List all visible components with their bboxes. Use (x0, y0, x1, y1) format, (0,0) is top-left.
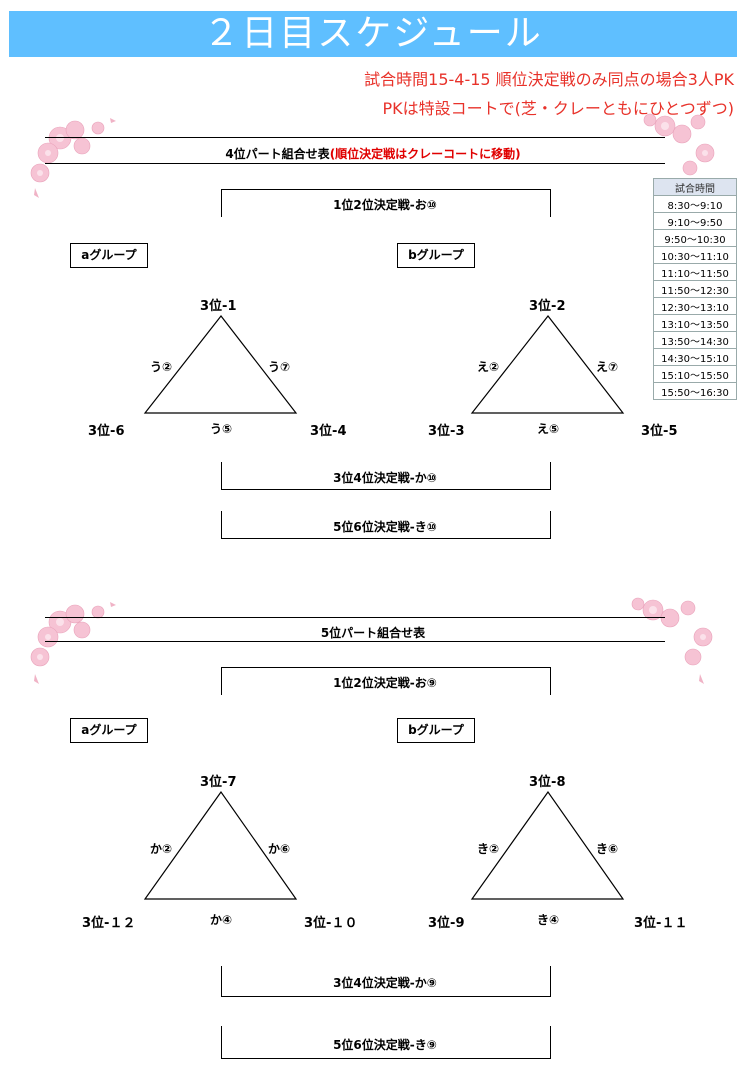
match-code: か② (150, 842, 173, 856)
section-divider-bottom (45, 641, 665, 642)
rules-note-1: 試合時間15-4-15 順位決定戦のみ同点の場合3人PK (364, 70, 734, 89)
group-b-bracket-triangle (470, 315, 625, 414)
time-slot: 11:50〜12:30 (653, 280, 737, 298)
fifth-match-label: 5位6位決定戦-き⑨ (333, 1038, 437, 1052)
cherry-blossom-icon (631, 597, 713, 684)
cherry-blossom-icon (30, 602, 116, 684)
page-title: ２日目スケジュール (9, 11, 737, 57)
match-code: き④ (537, 913, 560, 927)
team-slot: 3位-１２ (82, 916, 136, 931)
fifth-match-bracket (221, 1026, 551, 1059)
team-slot: 3位-8 (529, 775, 566, 790)
section-title: 5位パート組合せ表 (0, 624, 746, 641)
match-code: え⑤ (537, 422, 560, 436)
final-match-bracket (221, 667, 551, 695)
match-code: え② (477, 360, 500, 374)
match-code: う⑤ (210, 422, 233, 436)
final-match-label: 1位2位決定戦-お⑨ (333, 676, 437, 690)
match-code: え⑦ (596, 360, 619, 374)
group-b-label: bグループ (397, 718, 475, 743)
third-match-label: 3位4位決定戦-か⑩ (333, 471, 437, 485)
section-divider-top (45, 617, 665, 618)
time-table-header: 試合時間 (653, 178, 737, 196)
team-slot: 3位-１１ (634, 916, 688, 931)
third-match-label: 3位4位決定戦-か⑨ (333, 976, 437, 990)
team-slot: 3位-3 (428, 424, 465, 439)
time-slot: 14:30〜15:10 (653, 348, 737, 366)
time-table: 試合時間 8:30〜9:10 9:10〜9:50 9:50〜10:30 10:3… (653, 178, 737, 400)
group-a-bracket-triangle (143, 790, 298, 900)
time-slot: 13:50〜14:30 (653, 331, 737, 349)
time-slot: 15:10〜15:50 (653, 365, 737, 383)
time-slot: 9:50〜10:30 (653, 229, 737, 247)
team-slot: 3位-9 (428, 916, 465, 931)
team-slot: 3位-4 (310, 424, 347, 439)
fifth-match-bracket (221, 511, 551, 539)
section-title-text: 4位パート組合せ表 (225, 147, 330, 161)
team-slot: 3位-6 (88, 424, 125, 439)
third-match-bracket (221, 966, 551, 997)
group-a-label: aグループ (70, 243, 148, 268)
section-title: 4位パート組合せ表(順位決定戦はクレーコートに移動) (0, 145, 746, 162)
time-slot: 8:30〜9:10 (653, 195, 737, 213)
cherry-blossom-icon (30, 118, 116, 198)
time-slot: 13:10〜13:50 (653, 314, 737, 332)
match-code: き② (477, 842, 500, 856)
rules-note-2: PKは特設コートで(芝・クレーともにひとつずつ) (382, 99, 734, 118)
section-title-note: (順位決定戦はクレーコートに移動) (329, 147, 521, 161)
section-title-text: 5位パート組合せ表 (320, 626, 426, 640)
group-a-label: aグループ (70, 718, 148, 743)
time-slot: 12:30〜13:10 (653, 297, 737, 315)
group-b-bracket-triangle (470, 790, 625, 900)
team-slot: 3位-１０ (304, 916, 358, 931)
match-code: き⑥ (596, 842, 619, 856)
final-match-label: 1位2位決定戦-お⑩ (333, 198, 437, 212)
match-code: か④ (210, 913, 233, 927)
match-code: う② (150, 360, 173, 374)
third-match-bracket (221, 462, 551, 490)
group-a-bracket-triangle (143, 315, 298, 414)
time-slot: 9:10〜9:50 (653, 212, 737, 230)
group-b-label: bグループ (397, 243, 475, 268)
team-slot: 3位-5 (641, 424, 678, 439)
section-divider-bottom (45, 163, 665, 164)
team-slot: 3位-7 (200, 775, 237, 790)
final-match-bracket (221, 189, 551, 217)
section-divider-top (45, 137, 665, 138)
team-slot: 3位-2 (529, 299, 566, 314)
time-slot: 11:10〜11:50 (653, 263, 737, 281)
time-slot: 10:30〜11:10 (653, 246, 737, 264)
cherry-blossom-icon (643, 113, 715, 176)
time-slot: 15:50〜16:30 (653, 382, 737, 400)
team-slot: 3位-1 (200, 299, 237, 314)
fifth-match-label: 5位6位決定戦-き⑩ (333, 520, 437, 534)
match-code: う⑦ (268, 360, 291, 374)
match-code: か⑥ (268, 842, 291, 856)
